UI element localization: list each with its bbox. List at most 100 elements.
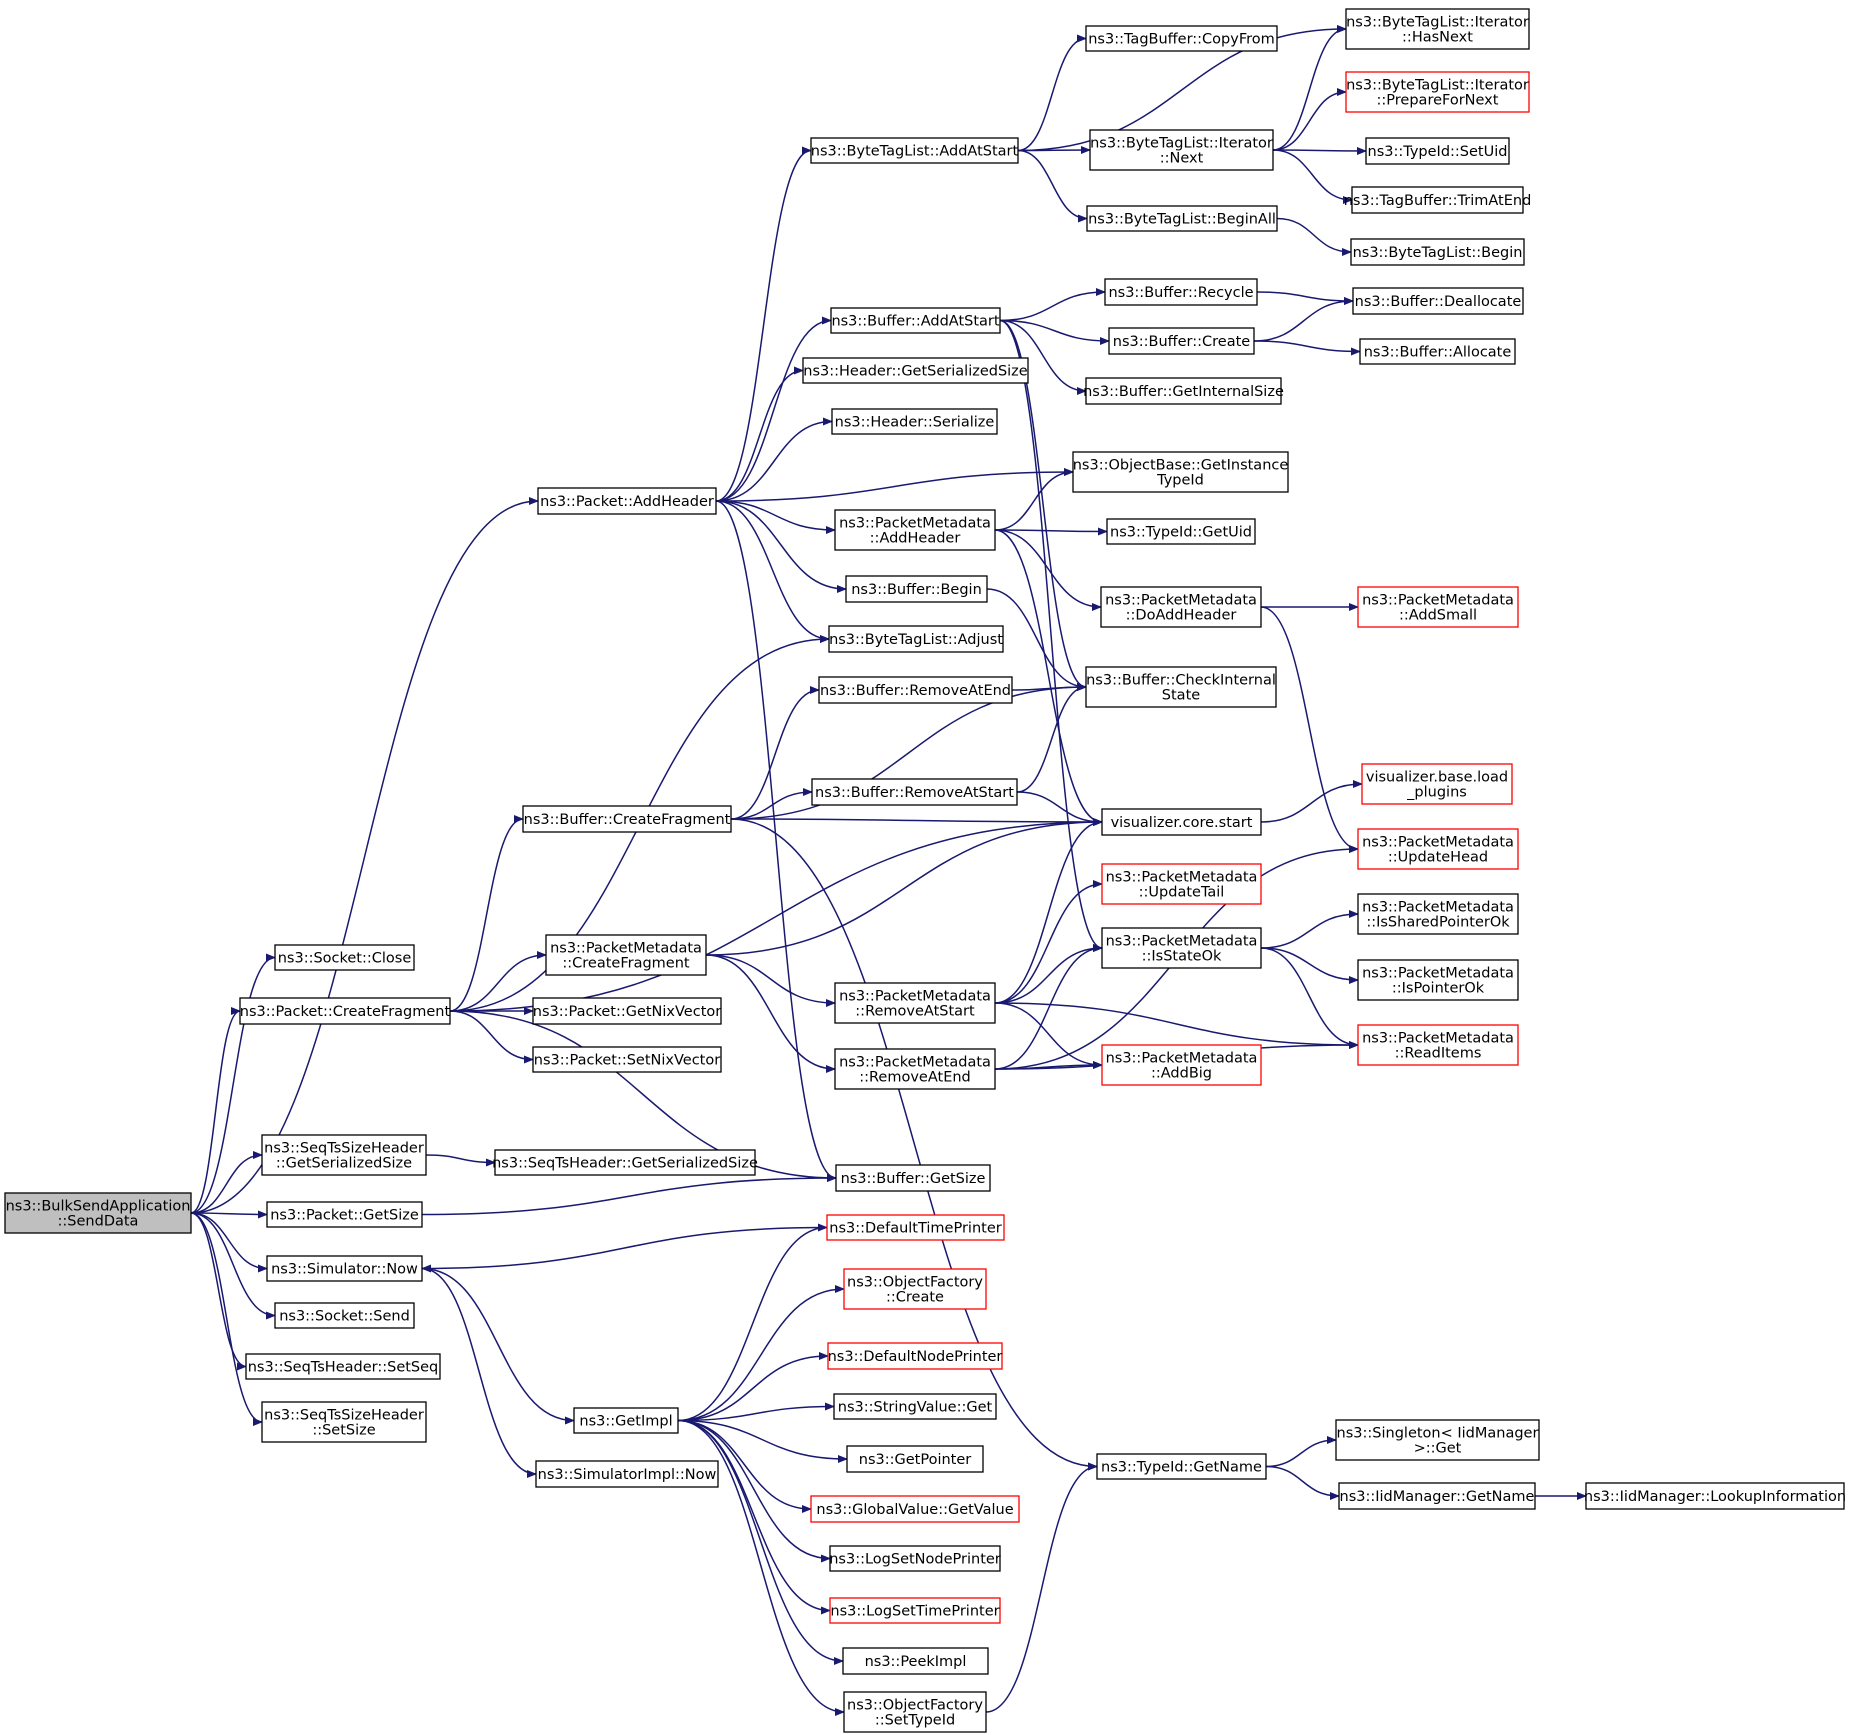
node-label: ns3::Buffer::GetSize [841,1171,986,1187]
node-label: ns3::Socket::Send [279,1309,410,1325]
node-hdrgetser[interactable]: ns3::Header::GetSerializedSize [802,357,1029,384]
node-label: ns3::Buffer::CheckInternal [1086,673,1276,689]
node-ofsettypeid[interactable]: ns3::ObjectFactory::SetTypeId [843,1691,987,1733]
node-pmaddsmall[interactable]: ns3::PacketMetadata::AddSmall [1357,586,1519,628]
node-setsize[interactable]: ns3::SeqTsSizeHeader::SetSize [261,1401,427,1443]
node-box [537,487,717,515]
node-btlbeginall[interactable]: ns3::ByteTagList::BeginAll [1086,205,1278,232]
node-pmdoadd[interactable]: ns3::PacketMetadata::DoAddHeader [1100,586,1262,628]
node-defnode[interactable]: ns3::DefaultNodePrinter [827,1342,1003,1370]
edge-pmisstate-to-pmreaditems [1260,947,1359,1049]
node-label: ns3::SeqTsHeader::GetSerializedSize [492,1156,758,1172]
node-btlithasnext[interactable]: ns3::ByteTagList::Iterator::HasNext [1345,8,1530,50]
node-close[interactable]: ns3::Socket::Close [274,944,415,971]
node-strget[interactable]: ns3::StringValue::Get [833,1393,997,1420]
node-pmremstart[interactable]: ns3::PacketMetadata::RemoveAtStart [834,982,996,1024]
node-getnix[interactable]: ns3::Packet::GetNixVector [532,997,722,1025]
node-btlitnext[interactable]: ns3::ByteTagList::Iterator::Next [1089,129,1274,171]
node-label: ns3::ObjectFactory [847,1698,983,1714]
edge-pmremstart-to-pmreaditems [994,1002,1359,1049]
node-seqgetser[interactable]: ns3::SeqTsSizeHeader::GetSerializedSize [261,1134,427,1176]
node-pmaddbig[interactable]: ns3::PacketMetadata::AddBig [1101,1044,1262,1086]
node-singleton[interactable]: ns3::Singleton< IidManager>::Get [1335,1419,1540,1461]
node-pmcreatefrag[interactable]: ns3::PacketMetadata::CreateFragment [545,934,707,976]
node-tagtrim[interactable]: ns3::TagBuffer::TrimAtEnd [1344,186,1532,214]
node-typeidsetuid[interactable]: ns3::TypeId::SetUid [1365,137,1510,165]
node-box [810,137,1019,164]
node-bufremend[interactable]: ns3::Buffer::RemoveAtEnd [818,676,1013,704]
edge-root-to-setsize [190,1212,263,1426]
node-getimpl[interactable]: ns3::GetImpl [573,1407,679,1434]
edge-addheader-to-bufgetsize [715,500,837,1182]
node-bufbegin[interactable]: ns3::Buffer::Begin [845,575,988,603]
node-gvgetvalue[interactable]: ns3::GlobalValue::GetValue [810,1495,1020,1523]
node-tagcopyfrom[interactable]: ns3::TagBuffer::CopyFrom [1085,25,1278,52]
node-box [802,357,1029,384]
node-bufcreatefrag[interactable]: ns3::Buffer::CreateFragment [522,805,732,833]
node-simimplnow[interactable]: ns3::SimulatorImpl::Now [535,1460,719,1488]
node-logsetnode[interactable]: ns3::LogSetNodePrinter [829,1545,1001,1572]
node-pmisstate[interactable]: ns3::PacketMetadata::IsStateOk [1101,927,1262,969]
edge-btladdatstart-to-btlithasnext [1017,25,1347,152]
node-addheader[interactable]: ns3::Packet::AddHeader [537,487,717,515]
node-label: ns3::Socket::Close [278,951,412,967]
node-bufgetsize[interactable]: ns3::Buffer::GetSize [835,1164,991,1192]
node-box [1104,278,1258,306]
edge-btlitnext-to-btlithasnext [1272,25,1347,151]
edge-getimpl-to-ofsettypeid [677,1419,845,1716]
node-deftime[interactable]: ns3::DefaultTimePrinter [826,1214,1005,1241]
node-visbaseload[interactable]: visualizer.base.load_plugins [1361,763,1513,805]
node-root[interactable]: ns3::BulkSendApplication::SendData [4,1192,192,1234]
node-pmreaditems[interactable]: ns3::PacketMetadata::ReadItems [1357,1024,1519,1066]
node-peekimpl[interactable]: ns3::PeekImpl [842,1647,989,1675]
node-hdrser[interactable]: ns3::Header::Serialize [831,408,998,435]
node-bufcreate[interactable]: ns3::Buffer::Create [1108,327,1255,355]
node-btladdatstart[interactable]: ns3::ByteTagList::AddAtStart [810,137,1019,164]
edge-simnow-to-getimpl [421,1267,575,1425]
node-pmaddheader[interactable]: ns3::PacketMetadata::AddHeader [834,509,996,551]
node-simnow[interactable]: ns3::Simulator::Now [266,1255,423,1282]
node-viscore[interactable]: visualizer.core.start [1101,808,1262,836]
node-createfrag[interactable]: ns3::Packet::CreateFragment [239,997,451,1025]
node-bufrecycle[interactable]: ns3::Buffer::Recycle [1104,278,1258,306]
node-typeidgetname[interactable]: ns3::TypeId::GetName [1096,1453,1267,1480]
node-label: ::SetTypeId [875,1713,955,1729]
node-seqtsgetser[interactable]: ns3::SeqTsHeader::GetSerializedSize [492,1149,758,1176]
node-label: State [1162,688,1200,704]
node-btlitprep[interactable]: ns3::ByteTagList::Iterator::PrepareForNe… [1345,71,1530,113]
edge-addheader-to-bufaddatstart [715,316,832,502]
node-sockSend[interactable]: ns3::Socket::Send [274,1302,415,1329]
node-box [810,1495,1020,1523]
node-btlbegin[interactable]: ns3::ByteTagList::Begin [1350,238,1525,266]
node-typeidgetuid[interactable]: ns3::TypeId::GetUid [1106,518,1256,545]
node-label: ::AddHeader [870,531,961,547]
node-pktgetsize[interactable]: ns3::Packet::GetSize [266,1201,423,1228]
node-bufalloc[interactable]: ns3::Buffer::Allocate [1359,338,1516,365]
node-getpointer[interactable]: ns3::GetPointer [846,1445,984,1473]
node-label: visualizer.core.start [1111,815,1253,831]
node-label: ns3::PacketMetadata [839,516,991,532]
node-pmupdhead[interactable]: ns3::PacketMetadata::UpdateHead [1357,828,1519,870]
node-label: ns3::TypeId::SetUid [1368,144,1508,160]
node-bufremstart[interactable]: ns3::Buffer::RemoveAtStart [811,778,1018,806]
node-bufdealloc[interactable]: ns3::Buffer::Deallocate [1352,287,1524,315]
node-logsettime[interactable]: ns3::LogSetTimePrinter [829,1597,1001,1624]
node-setnix[interactable]: ns3::Packet::SetNixVector [532,1046,722,1073]
node-pmisptr[interactable]: ns3::PacketMetadata::IsPointerOk [1357,959,1519,1001]
node-setseq[interactable]: ns3::SeqTsHeader::SetSeq [245,1353,441,1380]
node-pmupdtail[interactable]: ns3::PacketMetadata::UpdateTail [1101,863,1262,905]
node-iidgetname[interactable]: ns3::IidManager::GetName [1338,1482,1536,1510]
node-bufgetint[interactable]: ns3::Buffer::GetInternalSize [1083,377,1284,405]
node-label: ns3::PacketMetadata [1362,1031,1514,1047]
node-bufaddatstart[interactable]: ns3::Buffer::AddAtStart [830,307,1001,334]
node-ofcreate[interactable]: ns3::ObjectFactory::Create [843,1268,987,1310]
edge-root-to-sockSend [190,1212,276,1320]
edge-root-to-seqgetser [190,1151,263,1214]
node-pmremend[interactable]: ns3::PacketMetadata::RemoveAtEnd [834,1048,996,1090]
node-label: ns3::PacketMetadata [1362,593,1514,609]
node-pmisshared[interactable]: ns3::PacketMetadata::IsSharedPointerOk [1357,893,1519,935]
node-iidlookup[interactable]: ns3::IidManager::LookupInformation [1584,1482,1846,1510]
node-btladjust[interactable]: ns3::ByteTagList::Adjust [828,625,1004,653]
